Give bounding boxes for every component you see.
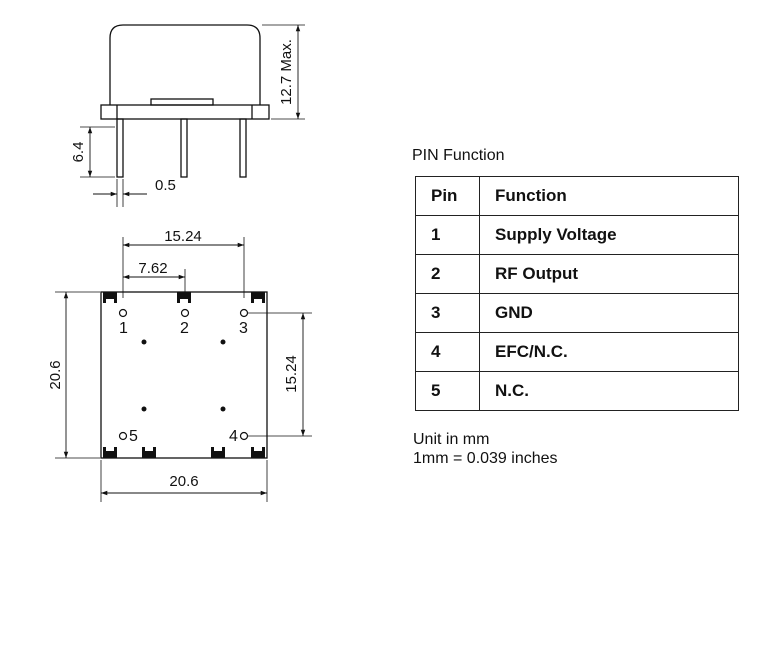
standoff-pads — [103, 292, 265, 458]
pin-number-2: 2 — [180, 320, 189, 337]
side-lead — [116, 118, 124, 178]
standoff-pad — [103, 292, 117, 303]
body-height-dimension-label: 20.6 — [47, 360, 64, 389]
function-cell: RF Output — [479, 254, 739, 294]
pin-column-header: Pin — [415, 176, 480, 216]
pin-vertical-dimension-label: 15.24 — [283, 355, 300, 393]
pin-function-table: Pin Function 1 Supply Voltage 2 RF Outpu… — [415, 176, 739, 411]
mount-dot — [141, 339, 147, 345]
package-flange — [100, 104, 270, 120]
unit-text: Unit in mm — [413, 431, 490, 448]
top-label-bar — [150, 98, 214, 106]
conversion-text: 1mm = 0.039 inches — [413, 450, 558, 467]
pin-4-circle — [239, 431, 249, 441]
standoff-pad — [251, 292, 265, 303]
mount-dot — [220, 339, 226, 345]
table-row: 2 RF Output — [415, 254, 739, 294]
function-column-header: Function — [479, 176, 739, 216]
body-width-dimension-label: 20.6 — [169, 473, 198, 490]
pin-function-caption: PIN Function — [412, 147, 505, 164]
standoff-pad — [251, 447, 265, 458]
pin-width-dimension-label: 0.5 — [155, 177, 176, 194]
pin-number-4: 4 — [229, 428, 238, 445]
pin-2-circle — [180, 308, 190, 318]
pin-cell: 3 — [415, 293, 480, 333]
unit-note: Unit in mm 1mm = 0.039 inches — [413, 430, 558, 468]
pin-number-1: 1 — [119, 320, 128, 337]
standoff-pad — [211, 447, 225, 458]
table-row: 5 N.C. — [415, 371, 739, 411]
standoff-pad — [177, 292, 191, 303]
pin-cell: 2 — [415, 254, 480, 294]
pin-number-5: 5 — [129, 428, 138, 445]
side-lead — [239, 118, 247, 178]
table-row: 1 Supply Voltage — [415, 215, 739, 255]
table-row: 4 EFC/N.C. — [415, 332, 739, 372]
function-cell: GND — [479, 293, 739, 333]
pin-cell: 1 — [415, 215, 480, 255]
pin-5-circle — [118, 431, 128, 441]
package-body — [109, 24, 261, 105]
mount-dot — [141, 406, 147, 412]
height-dimension-label: 12.7 Max. — [278, 39, 295, 105]
pin-length-dimension-label: 6.4 — [70, 142, 87, 163]
pin-1-circle — [118, 308, 128, 318]
function-cell: EFC/N.C. — [479, 332, 739, 372]
pitch-dimension-label: 15.24 — [164, 228, 202, 245]
pins — [118, 308, 249, 441]
side-view — [80, 24, 305, 207]
standoff-pad — [142, 447, 156, 458]
table-header-row: Pin Function — [415, 176, 739, 216]
pin-3-circle — [239, 308, 249, 318]
pin-cell: 4 — [415, 332, 480, 372]
internal-dots — [141, 339, 226, 412]
side-lead — [180, 118, 188, 178]
function-cell: Supply Voltage — [479, 215, 739, 255]
half-pitch-dimension-label: 7.62 — [138, 260, 167, 277]
bottom-view — [55, 237, 312, 502]
standoff-pad — [103, 447, 117, 458]
pin-number-3: 3 — [239, 320, 248, 337]
function-cell: N.C. — [479, 371, 739, 411]
pin-cell: 5 — [415, 371, 480, 411]
mount-dot — [220, 406, 226, 412]
table-row: 3 GND — [415, 293, 739, 333]
